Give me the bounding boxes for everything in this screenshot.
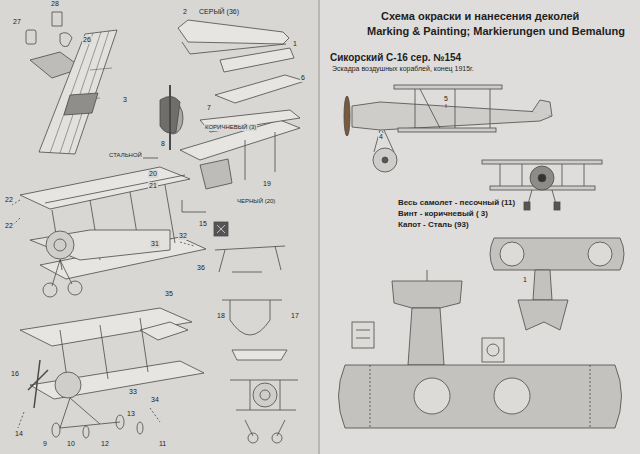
callout-number: Эскадра воздушных кораблей, конец 1915г. [331, 65, 475, 73]
paint-note: Капот - Сталь (93) [397, 221, 470, 230]
callout-number: 34 [150, 396, 160, 404]
callout-number: 1 [292, 40, 298, 48]
callout-number: 3 [122, 96, 128, 104]
paint-note: Винт - коричневый ( 3) [397, 210, 489, 219]
callout-number: 13 [126, 410, 136, 418]
callout-number: 14 [14, 430, 24, 438]
callout-number: 36 [196, 264, 206, 272]
paint-note: Весь самолет - песочный (11) [397, 199, 516, 208]
callout-number: 21 [148, 182, 158, 190]
callout-number: 5 [443, 95, 449, 103]
painting-views [339, 85, 625, 428]
page-fold [318, 0, 320, 454]
callout-number: 15 [198, 220, 208, 228]
callout-number: 28 [50, 0, 60, 8]
callout-number: СТАЛЬНОЙ [108, 152, 143, 159]
callout-number: 8 [160, 140, 166, 148]
callout-number: 4 [378, 133, 384, 141]
callout-number: 17 [290, 312, 300, 320]
callout-number: 27 [12, 18, 22, 26]
callout-number: 1 [522, 276, 528, 284]
right-page [319, 0, 640, 454]
callout-number: 2 [182, 8, 188, 16]
paint-note: Сикорский С-16 сер. №154 [329, 52, 462, 63]
callout-number: 10 [66, 440, 76, 448]
callout-number: 18 [216, 312, 226, 320]
callout-number: 31 [150, 240, 160, 248]
callout-number: 33 [128, 388, 138, 396]
callout-number: 20 [148, 170, 158, 178]
callout-number: СЕРЫЙ (36) [198, 8, 240, 16]
sheet-title: Схема окраски и нанесения деколей [380, 10, 580, 22]
callout-number: 19 [262, 180, 272, 188]
callout-number: 26 [82, 36, 92, 44]
callout-number: 9 [42, 440, 48, 448]
callout-number: 22 [4, 222, 14, 230]
callout-number: 6 [300, 74, 306, 82]
assembly-drawings [12, 12, 305, 443]
callout-number: 12 [100, 440, 110, 448]
callout-number: 32 [178, 232, 188, 240]
callout-number: 7 [206, 104, 212, 112]
callout-number: ЧЕРНЫЙ (20) [236, 198, 276, 205]
paint-note: Marking & Painting; Markierungen und Bem… [366, 25, 626, 37]
callout-number: 16 [10, 370, 20, 378]
callout-number: 35 [164, 290, 174, 298]
callout-number: КОРИЧНЕВЫЙ (3) [204, 124, 257, 131]
callout-number: 11 [158, 440, 167, 448]
callout-number: 22 [4, 196, 14, 204]
